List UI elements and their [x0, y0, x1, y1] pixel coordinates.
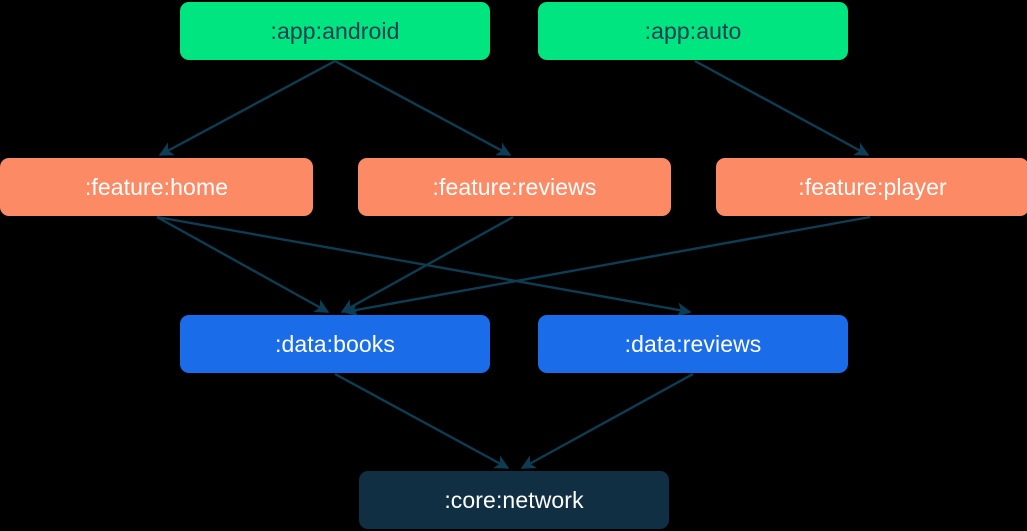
- graph-node-label: :core:network: [444, 486, 584, 513]
- graph-node-label: :app:auto: [644, 17, 742, 44]
- graph-node-label: :data:reviews: [624, 330, 762, 357]
- graph-node-feature-player[interactable]: :feature:player: [716, 158, 1027, 216]
- edge-app-android-to-feature-home: [158, 59, 336, 157]
- edge-data-books-to-core-network: [334, 372, 510, 470]
- graph-node-app-android[interactable]: :app:android: [180, 2, 490, 60]
- graph-node-label: :feature:home: [84, 173, 229, 200]
- graph-node-data-books[interactable]: :data:books: [180, 315, 490, 373]
- graph-node-core-network[interactable]: :core:network: [359, 471, 669, 529]
- edge-data-reviews-to-core-network: [520, 372, 694, 470]
- edge-feature-home-to-data-books: [156, 215, 330, 314]
- graph-node-app-auto[interactable]: :app:auto: [538, 2, 848, 60]
- graph-node-label: :data:books: [274, 330, 396, 357]
- edge-feature-home-to-data-reviews: [156, 215, 692, 317]
- graph-node-label: :feature:reviews: [432, 173, 597, 200]
- graph-node-feature-home[interactable]: :feature:home: [0, 158, 313, 216]
- graph-node-label: :feature:player: [798, 173, 947, 200]
- graph-node-label: :app:android: [270, 17, 400, 44]
- graph-node-data-reviews[interactable]: :data:reviews: [538, 315, 848, 373]
- graph-node-feature-reviews[interactable]: :feature:reviews: [358, 158, 671, 216]
- edge-feature-player-to-data-books: [343, 215, 871, 317]
- edge-feature-reviews-to-data-books: [340, 215, 514, 314]
- edge-app-android-to-feature-reviews: [334, 59, 512, 157]
- edge-app-auto-to-feature-player: [694, 59, 870, 157]
